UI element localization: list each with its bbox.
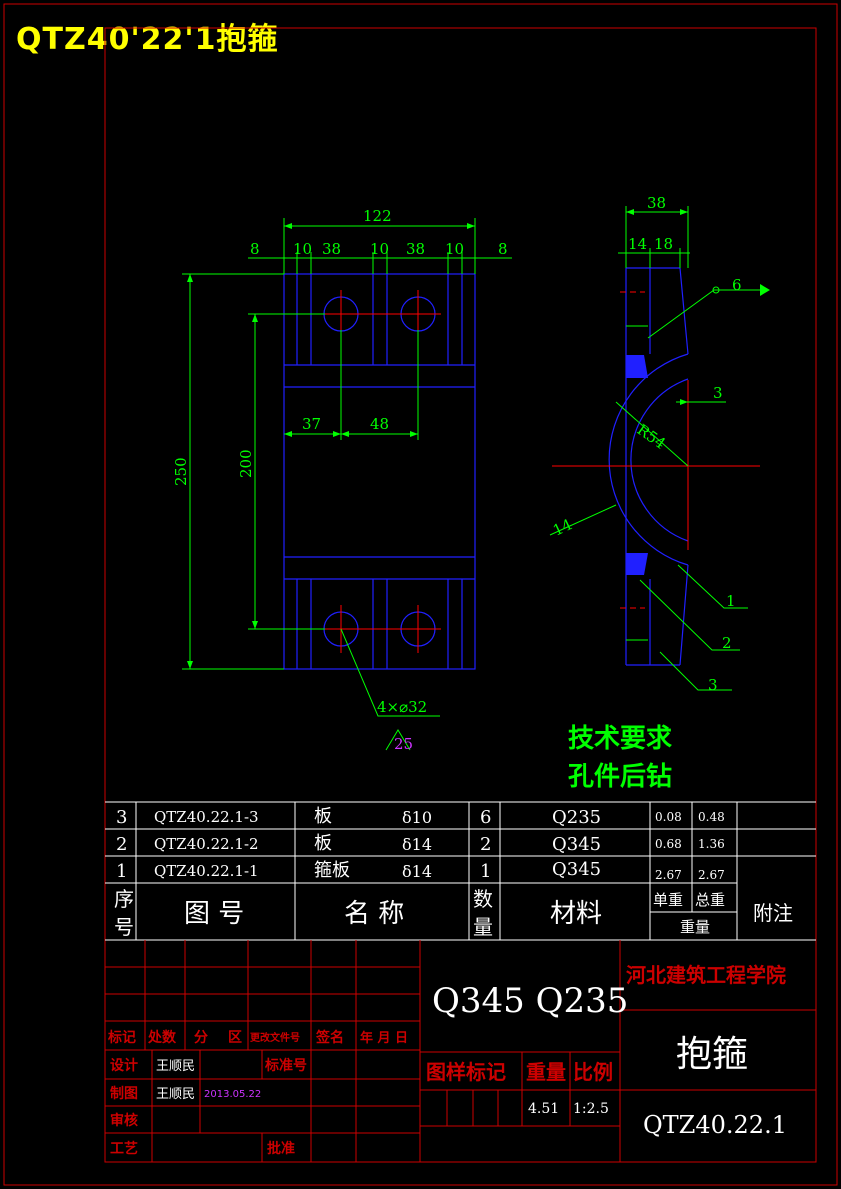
header-remarks: 附注	[753, 901, 793, 925]
dim-seg-5: 38	[406, 240, 425, 258]
part-1-name: 箍板	[314, 860, 350, 881]
dim-seg-2: 10	[293, 240, 312, 258]
dim-hole-x1: 37	[302, 415, 321, 433]
material-spec: Q345 Q235	[432, 981, 628, 1021]
header-total-weight: 总重	[695, 891, 725, 909]
part-3-material: Q235	[552, 807, 601, 828]
tech-requirements-heading: 技术要求	[568, 724, 673, 754]
header-qty-b: 量	[473, 915, 493, 939]
part-2-name: 板	[314, 833, 332, 854]
side-radius: R54	[634, 421, 669, 453]
part-3-drawing-no: QTZ40.22.1-3	[154, 808, 259, 826]
part-1-drawing-no: QTZ40.22.1-1	[154, 862, 259, 880]
part-3-name: 板	[314, 806, 332, 827]
header-seq-a: 序	[114, 887, 134, 911]
header-seq-b: 号	[114, 915, 134, 939]
dim-seg-4: 10	[370, 240, 389, 258]
label-sign: 签名	[315, 1029, 344, 1046]
side-dim-seg-a: 14	[628, 235, 647, 253]
dim-height-overall: 250	[172, 457, 190, 486]
label-drawing-mark: 图样标记	[426, 1060, 506, 1084]
part-3-no: 3	[116, 807, 127, 828]
header-name: 名 称	[344, 899, 404, 929]
label-draw: 制图	[110, 1085, 138, 1102]
dim-height-holes: 200	[237, 449, 255, 478]
part-2-no: 2	[116, 834, 127, 855]
side-view: 38 14 18 3 R54 14 6 1 2 3	[549, 194, 770, 694]
dim-seg-6: 10	[445, 240, 464, 258]
label-review: 审核	[110, 1112, 138, 1129]
side-thickness: 14	[550, 515, 575, 539]
drawing-border	[3, 3, 838, 1186]
part-1-qty: 1	[480, 861, 491, 882]
dim-seg-7: 8	[498, 240, 508, 258]
part-2-total-weight: 1.36	[698, 837, 725, 851]
callout-3: 3	[708, 676, 718, 694]
tech-requirements-line: 孔件后钻	[568, 762, 673, 792]
part-2-qty: 2	[480, 834, 491, 855]
label-design: 设计	[110, 1057, 138, 1074]
callout-2: 2	[722, 634, 732, 652]
part-1-total-weight: 2.67	[698, 868, 725, 882]
dim-hole-x2: 48	[370, 415, 389, 433]
parts-list: 3 QTZ40.22.1-3 板 δ10 6 Q235 0.08 0.48 2 …	[105, 801, 816, 941]
title-drawing-no: QTZ40.22.1	[643, 1111, 787, 1139]
part-3-total-weight: 0.48	[698, 810, 725, 824]
part-name: 抱箍	[676, 1034, 748, 1075]
label-mark: 标记	[107, 1029, 136, 1046]
part-1-spec: δ14	[402, 862, 432, 881]
header-drawing-no: 图 号	[184, 899, 244, 929]
label-count: 处数	[147, 1029, 177, 1046]
label-date: 年 月 日	[360, 1030, 408, 1046]
part-1-material: Q345	[552, 859, 601, 880]
scale-value: 1:2.5	[573, 1101, 609, 1117]
part-1-unit-weight: 2.67	[655, 868, 682, 882]
label-standard: 标准号	[264, 1057, 307, 1074]
part-3-unit-weight: 0.08	[655, 810, 682, 824]
part-3-spec: δ10	[402, 808, 432, 827]
side-dim-seg-b: 18	[654, 235, 673, 253]
part-1-no: 1	[116, 861, 127, 882]
surface-mark: 25	[394, 735, 413, 753]
part-2-material: Q345	[552, 834, 601, 855]
part-2-drawing-no: QTZ40.22.1-2	[154, 835, 259, 853]
label-approve: 批准	[267, 1140, 295, 1157]
part-2-unit-weight: 0.68	[655, 837, 682, 851]
dim-overall-width: 122	[363, 207, 392, 225]
weight-value: 4.51	[528, 1101, 559, 1117]
designer-name: 王顺民	[156, 1059, 195, 1074]
side-dim-width: 38	[647, 194, 666, 212]
part-2-spec: δ14	[402, 835, 432, 854]
school-name: 河北建筑工程学院	[626, 963, 786, 987]
title-block: 标记 处数 分 区 更改文件号 签名 年 月 日 设计 标准号 制图 审核 工艺…	[105, 940, 816, 1162]
dim-seg-1: 8	[250, 240, 260, 258]
header-weight: 重量	[680, 918, 710, 936]
callout-1: 1	[726, 592, 736, 610]
label-weight: 重量	[526, 1060, 566, 1084]
label-scale: 比例	[573, 1060, 613, 1084]
dim-seg-3: 38	[322, 240, 341, 258]
label-change-doc: 更改文件号	[250, 1031, 300, 1044]
part-3-qty: 6	[480, 807, 491, 828]
drafter-name: 王顺民	[156, 1087, 195, 1102]
draw-date: 2013.05.22	[204, 1089, 261, 1100]
side-dim-gap: 3	[713, 384, 723, 402]
label-process: 工艺	[110, 1140, 138, 1157]
header-unit-weight: 单重	[653, 891, 683, 909]
header-material: 材料	[550, 899, 602, 929]
hole-callout: 4×⌀32	[377, 698, 427, 716]
header-qty-a: 数	[473, 887, 493, 911]
label-zone: 区	[228, 1030, 242, 1046]
label-part: 分	[194, 1030, 208, 1046]
callout-6: 6	[732, 276, 742, 294]
front-view: 122 8 10 38 10 38 10 8 250 200 37 48 4×⌀…	[172, 207, 512, 753]
